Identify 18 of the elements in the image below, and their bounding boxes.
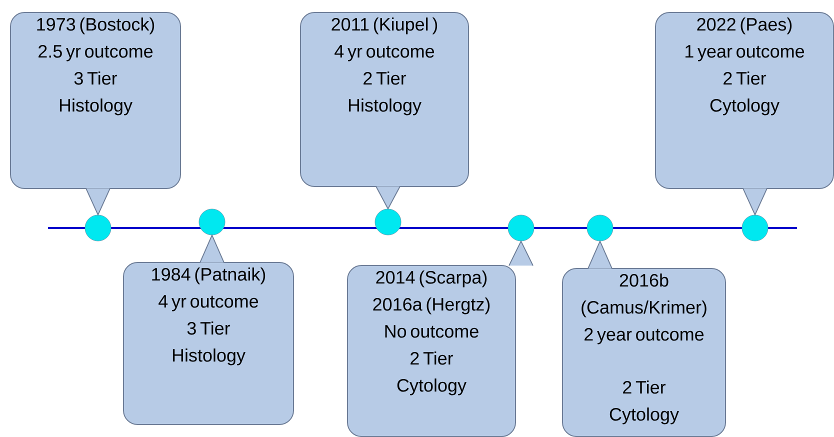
timeline-dot [586,214,614,242]
callout-tail [588,240,612,270]
callout-box: 2011 (Kiupel ) 4 yr outcome 2 Tier Histology [300,12,469,187]
callout-tail [200,234,224,264]
callout-tail [742,188,768,216]
callout-tail [86,188,110,216]
timeline-dot [508,214,534,242]
timeline-dot [374,208,402,236]
callout-box: 1973 (Bostock) 2.5 yr outcome 3 Tier Histology [10,12,181,189]
callout-box: 2014 (Scarpa) 2016a (Hergtz) No outcome 2 Tier Cytology [347,265,516,437]
callout-tail [508,240,534,266]
timeline-dot [198,208,226,236]
timeline-dot [84,214,112,242]
timeline-dot [742,214,768,242]
callout-box: 2022 (Paes) 1 year outcome 2 Tier Cytology [655,12,834,189]
callout-box: 1984 (Patnaik) 4 yr outcome 3 Tier Histology [123,262,294,425]
callout-tail [376,186,400,210]
callout-box: 2016b (Camus/Krimer) 2 year outcome 2 Tier Cytology [562,268,726,437]
